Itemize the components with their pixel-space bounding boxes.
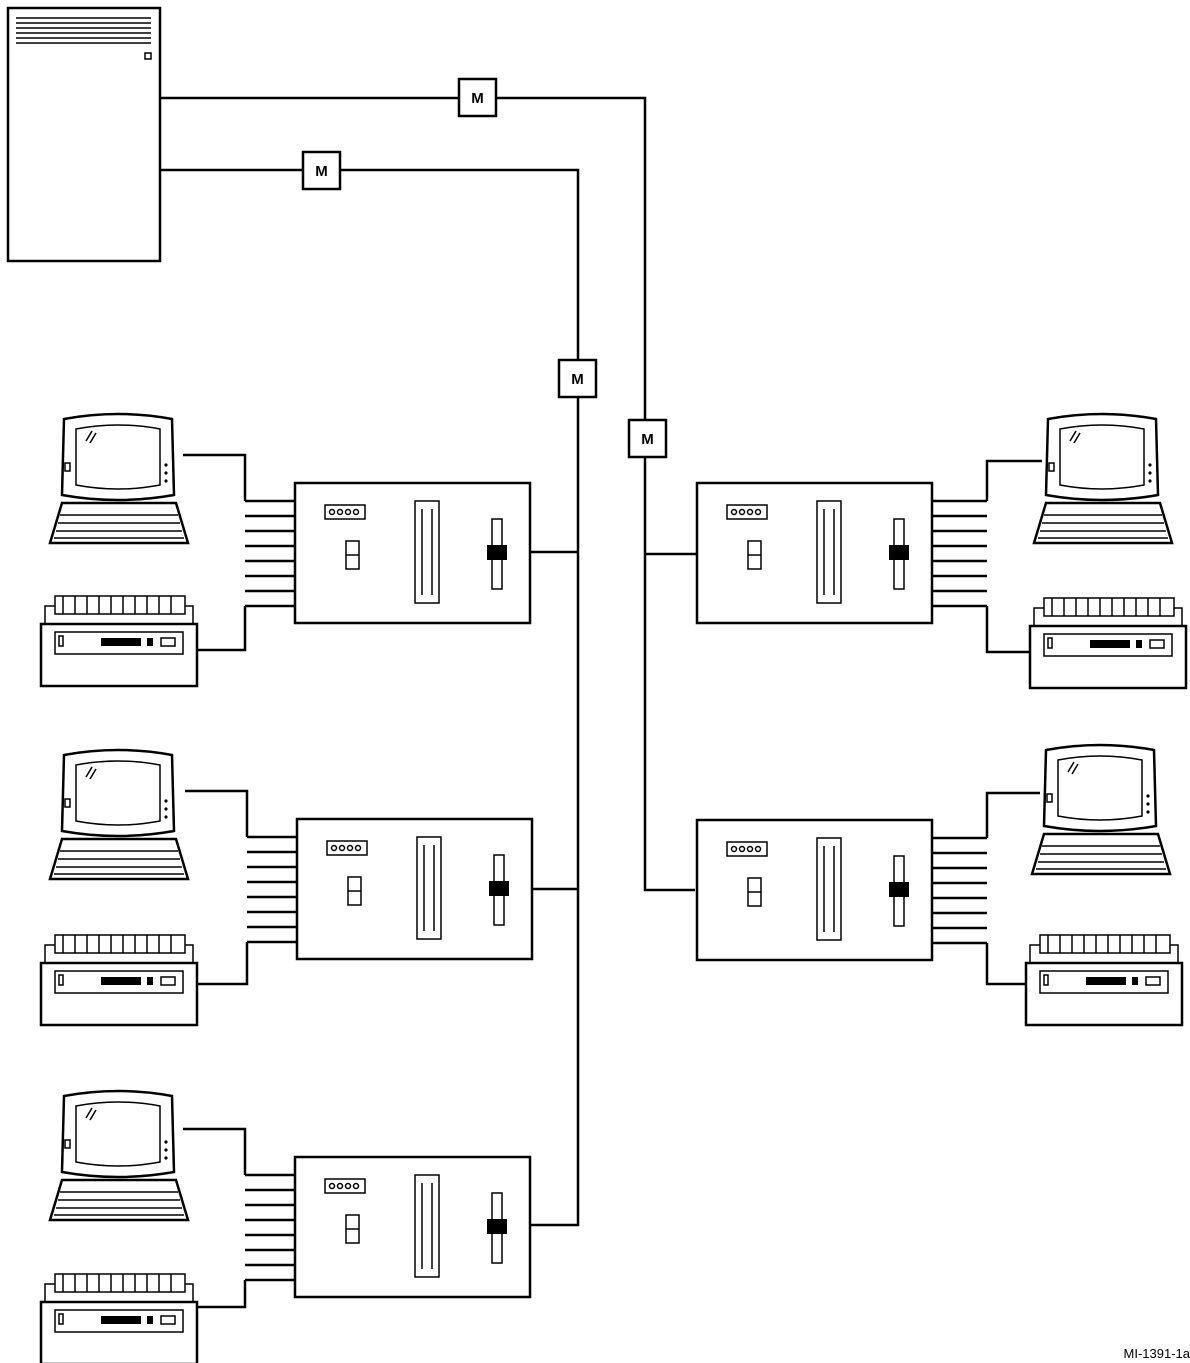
printer-icon	[39, 1273, 199, 1363]
station-left-3	[39, 1089, 532, 1363]
printer-icon	[39, 595, 199, 688]
line-b	[160, 168, 580, 1227]
terminal-icon	[1032, 412, 1174, 545]
server-unit	[695, 818, 934, 962]
modem-2: M	[301, 150, 342, 191]
svg-text:M: M	[641, 431, 654, 448]
station-right-2	[695, 743, 1184, 1027]
svg-text:M: M	[571, 371, 584, 388]
modem-1: M	[457, 77, 498, 118]
terminal-icon	[48, 1089, 190, 1222]
printer-icon	[1028, 597, 1188, 690]
figure-id: MI-1391-1a	[1123, 1346, 1190, 1361]
svg-text:M: M	[315, 163, 328, 180]
station-left-1	[39, 412, 532, 688]
server-unit	[295, 817, 534, 961]
modem-3: M	[557, 358, 598, 399]
host-cabinet	[6, 6, 162, 263]
printer-icon	[1024, 934, 1184, 1027]
station-right-1	[695, 412, 1188, 690]
station-left-2	[39, 748, 534, 1027]
svg-text:M: M	[471, 90, 484, 107]
server-unit	[293, 481, 532, 625]
terminal-icon	[48, 412, 190, 545]
terminal-icon	[48, 748, 190, 881]
server-unit	[695, 481, 934, 625]
server-unit	[293, 1155, 532, 1299]
modem-4: M	[627, 418, 668, 459]
terminal-icon	[1030, 743, 1172, 876]
line-a	[160, 96, 697, 892]
printer-icon	[39, 934, 199, 1027]
